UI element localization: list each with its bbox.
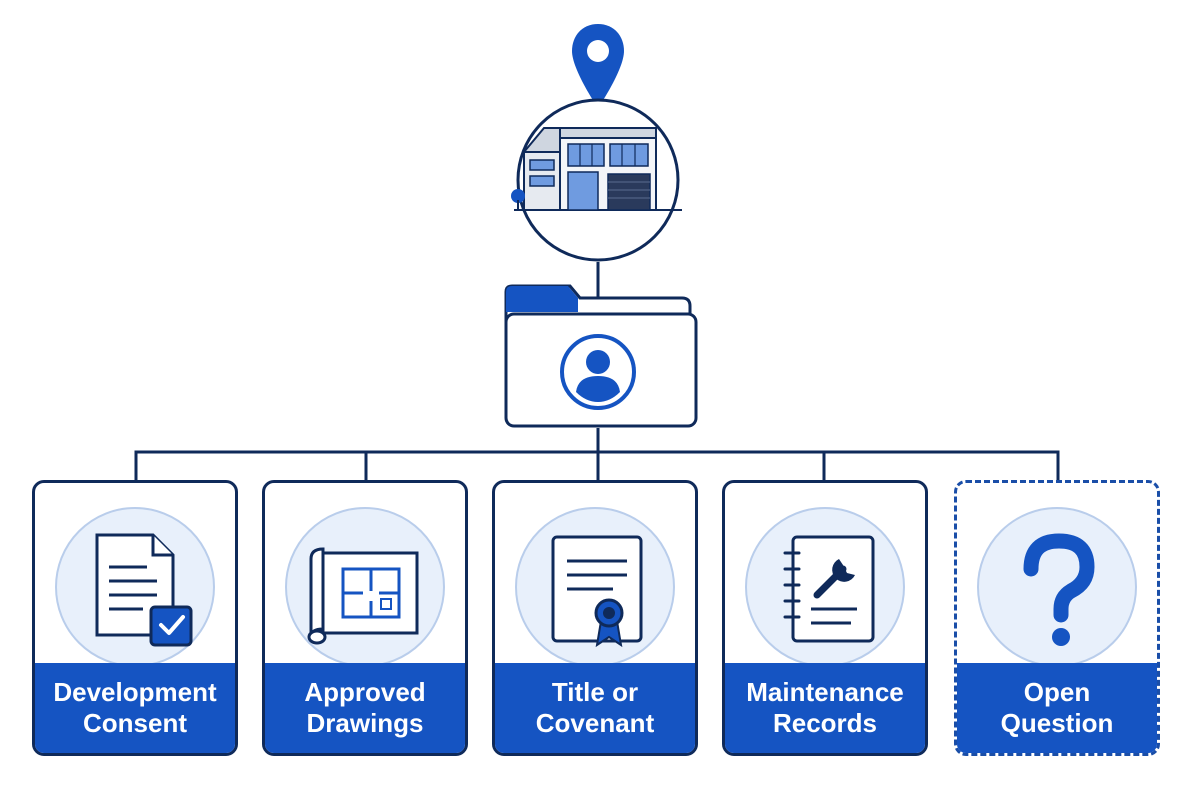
card-icon-circle bbox=[745, 507, 905, 667]
card-label-line1: Maintenance bbox=[746, 677, 904, 707]
certificate-icon bbox=[551, 535, 643, 648]
question-mark-icon bbox=[1023, 533, 1095, 646]
card-icon-circle bbox=[55, 507, 215, 667]
card-label-line1: Open bbox=[1023, 677, 1091, 707]
card-label-line2: Consent bbox=[82, 708, 187, 738]
card-label-line2: Drawings bbox=[306, 708, 424, 738]
card-icon-circle bbox=[515, 507, 675, 667]
card-label-line2: Question bbox=[1000, 708, 1114, 738]
card-icon-circle bbox=[285, 507, 445, 667]
card-label-line2: Covenant bbox=[535, 708, 655, 738]
map-pin-icon bbox=[572, 24, 624, 108]
blueprint-icon bbox=[307, 547, 419, 645]
card-label-line1: Development bbox=[53, 677, 217, 707]
user-folder-icon bbox=[504, 284, 698, 428]
card-label-line1: Approved bbox=[304, 677, 426, 707]
card-label-line1: Title or bbox=[551, 677, 639, 707]
card-label-line2: Records bbox=[772, 708, 878, 738]
building-icon bbox=[511, 98, 682, 262]
maintenance-notebook-icon bbox=[783, 535, 875, 643]
card-icon-circle bbox=[977, 507, 1137, 667]
document-check-icon bbox=[95, 533, 193, 647]
